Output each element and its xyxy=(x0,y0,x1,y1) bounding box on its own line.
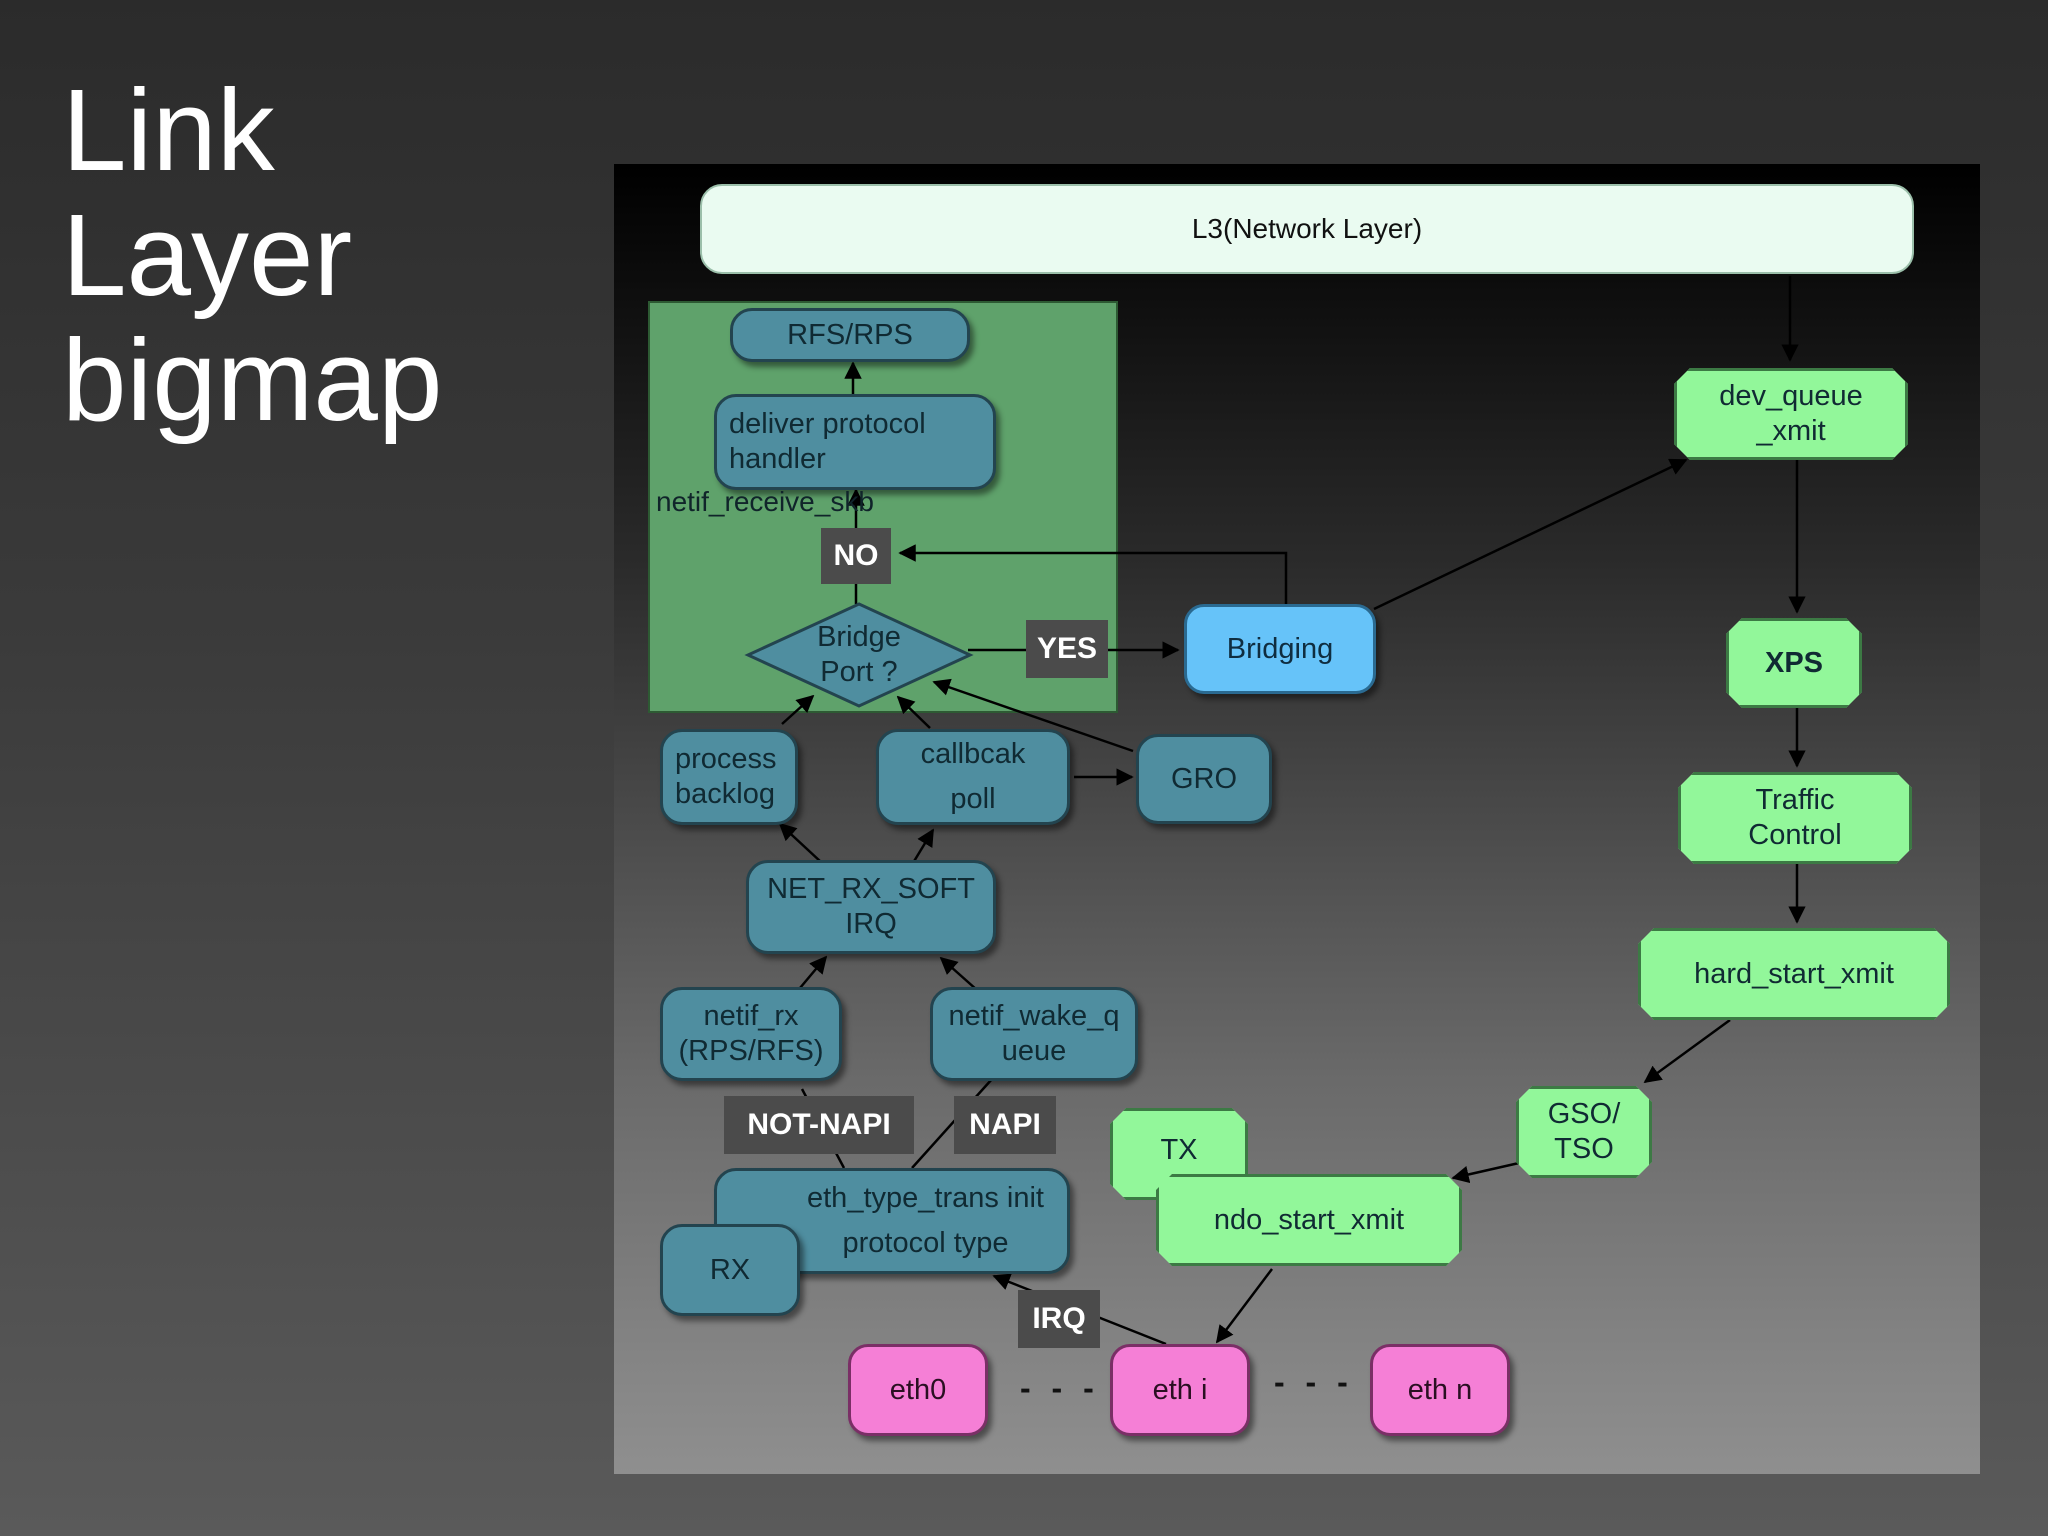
not-napi-label: NOT-NAPI xyxy=(724,1096,914,1154)
edge-gro-bridgeport xyxy=(932,678,1134,753)
title-line-1: Link xyxy=(62,65,275,195)
netif-wake-queue-node: netif_wake_q ueue xyxy=(930,987,1138,1081)
gro-node: GRO xyxy=(1136,734,1272,824)
dev-queue-xmit-node: dev_queue _xmit xyxy=(1674,368,1908,460)
hard-start-xmit-node: hard_start_xmit xyxy=(1638,928,1950,1020)
bridge-port-label: Bridge Port ? xyxy=(817,621,901,688)
ndo-start-xmit-node: ndo_start_xmit xyxy=(1156,1174,1462,1266)
netif-receive-skb-label: netif_receive_skb xyxy=(656,486,874,517)
gso-tso-node: GSO/ TSO xyxy=(1516,1086,1652,1178)
yes-label: YES xyxy=(1026,620,1108,678)
l3-network-layer: L3(Network Layer) xyxy=(700,184,1914,274)
irq-label: IRQ xyxy=(1018,1290,1100,1348)
net-rx-softirq-node: NET_RX_SOFT IRQ xyxy=(746,860,996,954)
rx-node: RX xyxy=(660,1224,800,1316)
edge-bridging-devqueue xyxy=(1373,458,1688,611)
eth-n-node: eth n xyxy=(1370,1344,1510,1436)
edge-backlog-bridgeport xyxy=(781,694,815,725)
edge-netifrx-softirq xyxy=(799,955,828,989)
napi-label: NAPI xyxy=(954,1096,1056,1154)
link-layer-diagram: L3(Network Layer) RFS/RPS deliver protoc… xyxy=(614,164,1980,1474)
edge-softirq-backlog xyxy=(778,822,822,863)
edge-ndostart-ethi xyxy=(1215,1268,1273,1344)
rfs-rps-node: RFS/RPS xyxy=(730,308,970,362)
edge-bridging-no xyxy=(898,544,1288,604)
xps-node: XPS xyxy=(1726,618,1862,708)
ellipsis-left: - - - xyxy=(1020,1370,1100,1406)
deliver-protocol-handler-node: deliver protocol handler xyxy=(714,394,996,490)
netif-rx-node: netif_rx (RPS/RFS) xyxy=(660,987,842,1081)
process-backlog-node: process backlog xyxy=(660,729,798,825)
ellipsis-right: - - - xyxy=(1274,1364,1354,1400)
bridging-node: Bridging xyxy=(1184,604,1376,694)
bridge-port-diamond xyxy=(744,602,974,708)
edge-ethtype-wakequeue xyxy=(911,1078,993,1169)
title-line-3: bigmap xyxy=(62,315,443,445)
eth0-node: eth0 xyxy=(848,1344,988,1436)
edge-poll-bridgeport xyxy=(896,695,931,729)
no-label: NO xyxy=(821,528,891,584)
edge-hardstart-gso xyxy=(1643,1018,1731,1084)
traffic-control-node: Traffic Control xyxy=(1678,772,1912,864)
title-line-2: Layer xyxy=(62,190,353,320)
eth-i-node: eth i xyxy=(1110,1344,1250,1436)
edge-wakequeue-softirq xyxy=(939,956,978,991)
edge-gso-ndostart xyxy=(1451,1161,1520,1184)
callback-poll-node: callbcak poll xyxy=(876,729,1070,825)
edge-softirq-poll xyxy=(911,828,935,864)
